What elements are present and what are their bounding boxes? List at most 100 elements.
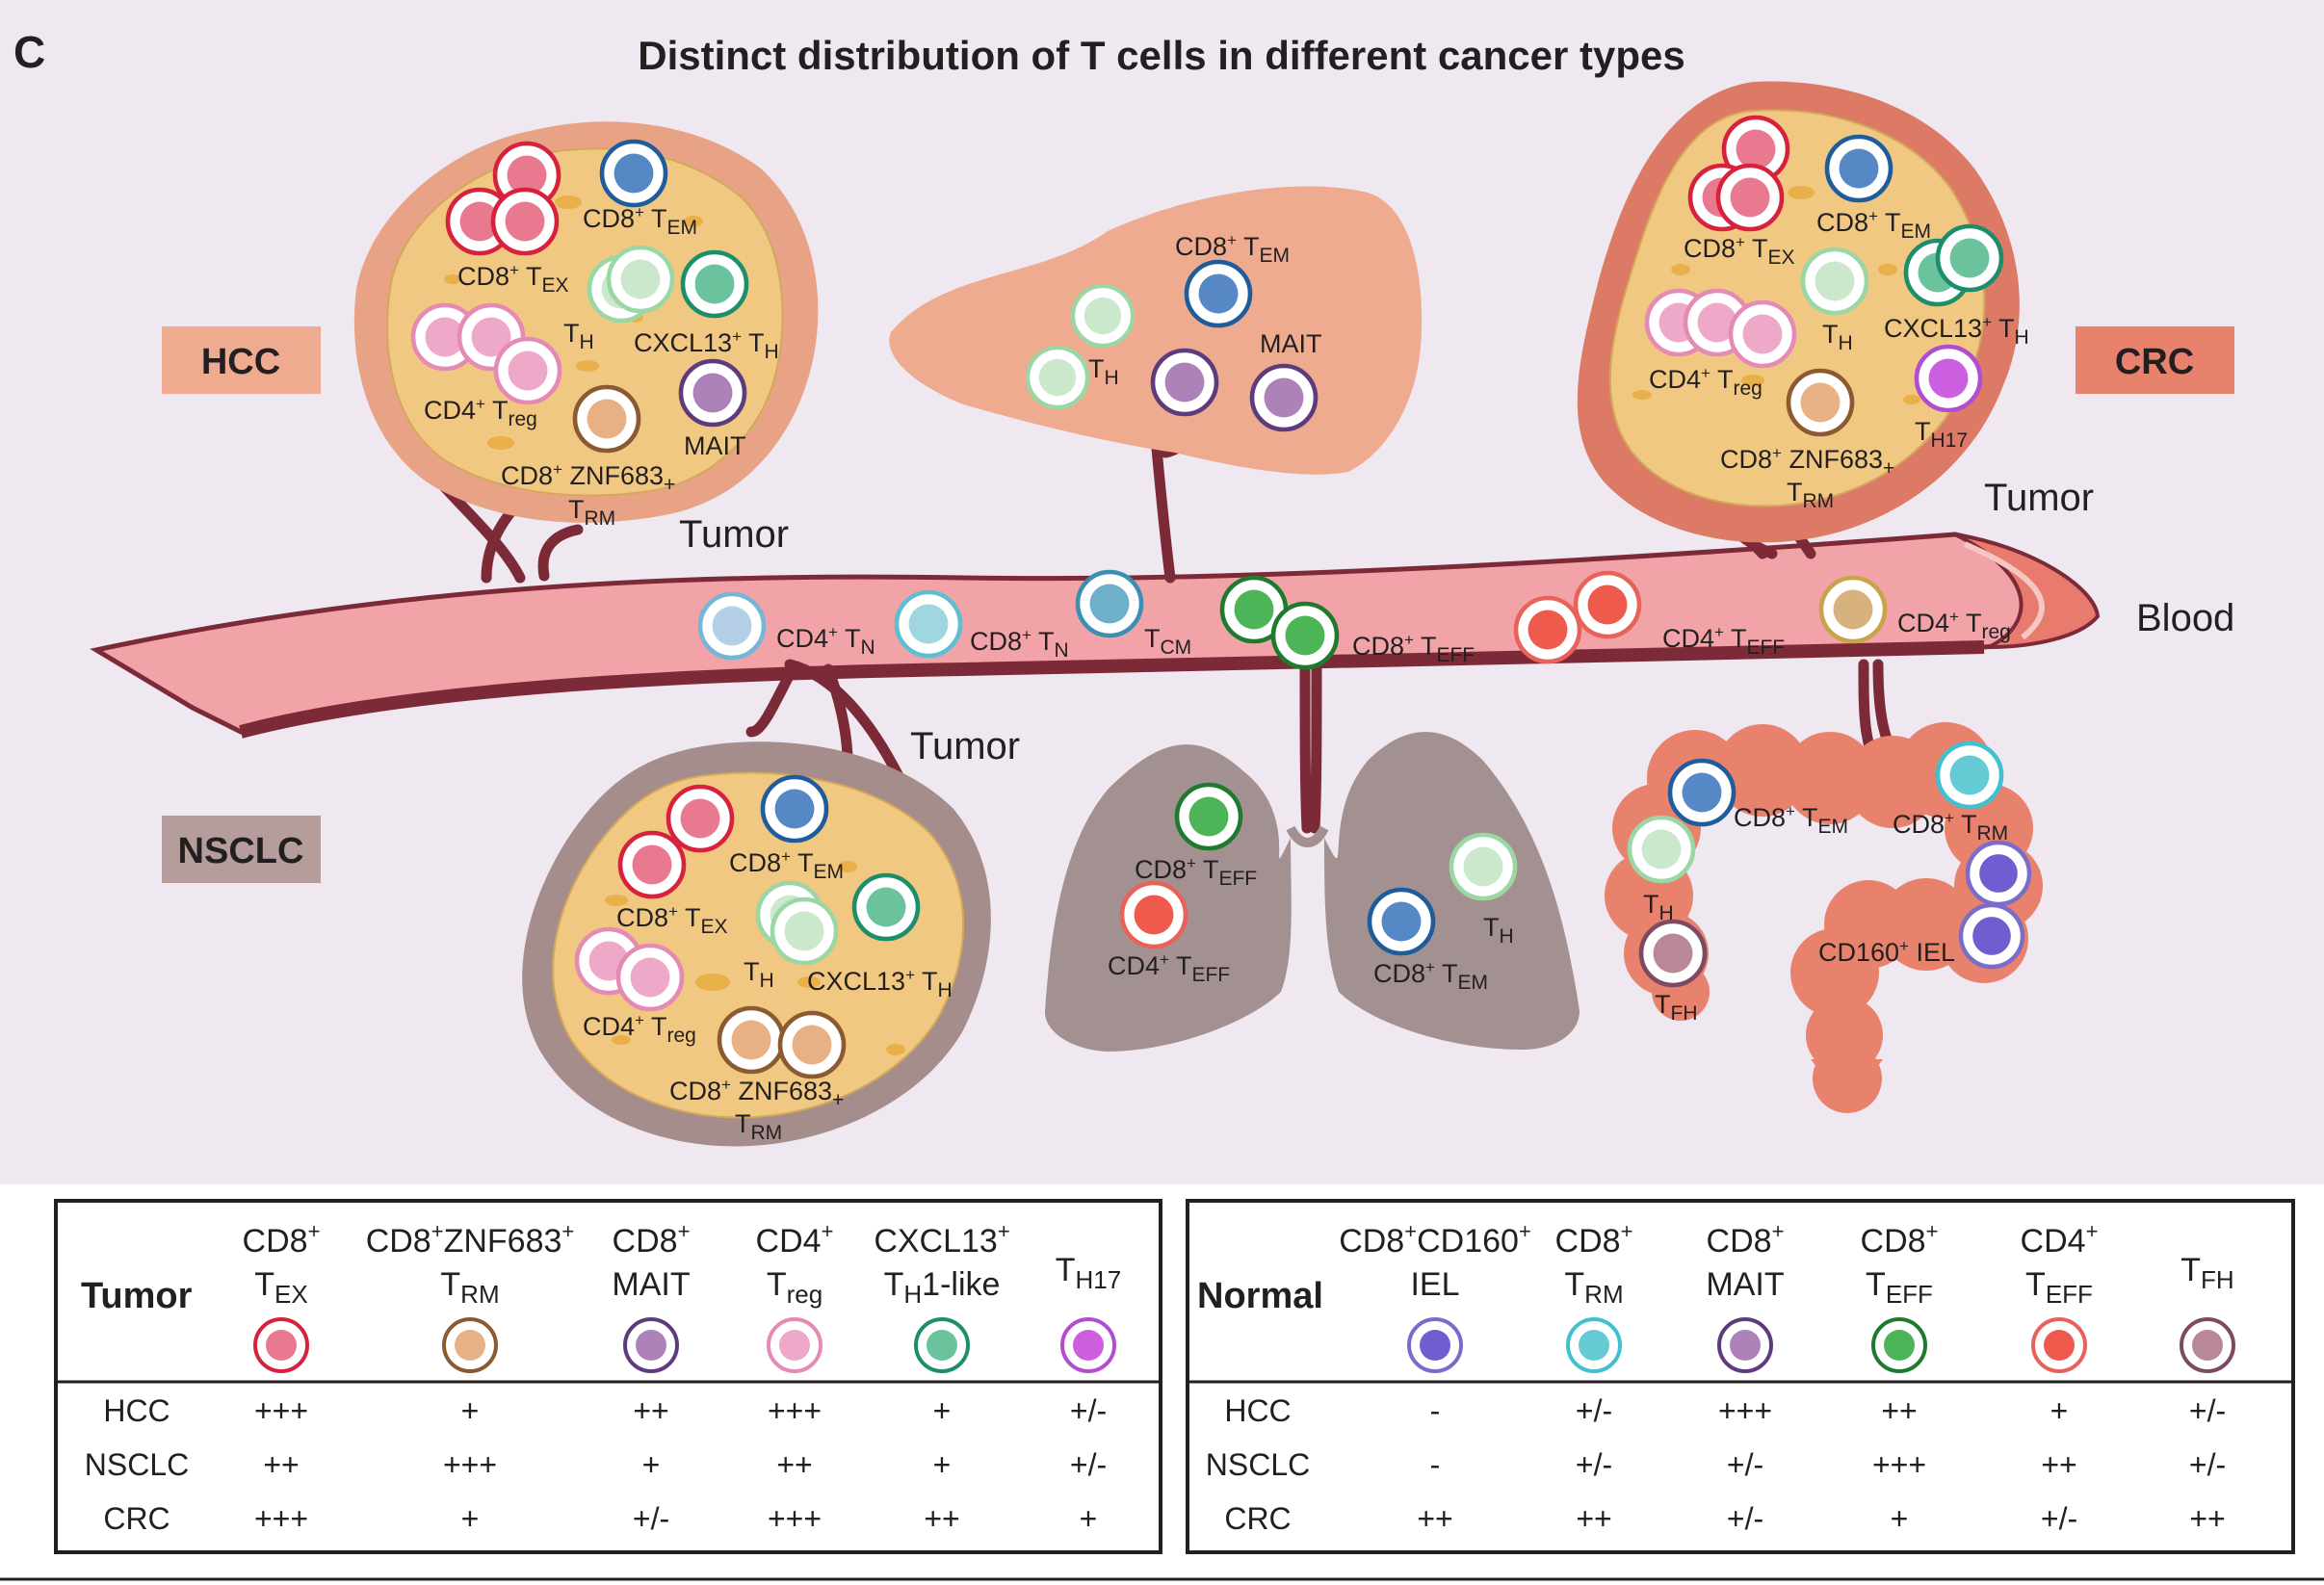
intestine-label-cd8-tem: CD8+ TEM: [1734, 802, 1848, 838]
th-cell: [606, 245, 675, 314]
vessel-lower-wall: [239, 640, 1985, 739]
tumor_table-col-2-header-line1: CD8+ZNF683+: [366, 1219, 575, 1260]
tumor_table-col-2-header-line2: TRM: [440, 1266, 499, 1309]
normal_table-value-r2-c4: +++: [1872, 1447, 1926, 1482]
normal_table-value-r3-c3: +/-: [1727, 1501, 1763, 1536]
tumor_table-col-4-header-line2: Treg: [767, 1266, 823, 1309]
liver-label-mait: MAIT: [1260, 329, 1322, 358]
hcc-label-cd8-tem: CD8+ TEM: [583, 203, 697, 239]
normal_table-col-1-header-line2: IEL: [1410, 1266, 1459, 1303]
tumor_table-col-2-cell-icon: [442, 1317, 498, 1373]
tumor_table-col-6-header-line2: TH17: [1056, 1252, 1121, 1294]
treg-cell: [1728, 299, 1797, 369]
tem-cell: [1367, 887, 1436, 956]
normal_table-value-r3-c6: ++: [2189, 1501, 2225, 1536]
tumor_table-column-3: CD8+MAIT++++/-: [612, 1219, 690, 1536]
tumor_table-column-6: TH17+/-+/-+: [1056, 1252, 1121, 1536]
normal_table-col-4-cell-icon: [1871, 1317, 1927, 1373]
nsclc-badge-label: NSCLC: [178, 831, 304, 871]
hcc-label-cd8-znf683: CD8+ ZNF683+: [501, 460, 675, 496]
normal_table-column-4: CD8+TEFF++++++: [1861, 1219, 1939, 1536]
tumor_table-value-r2-c3: +: [642, 1447, 661, 1482]
tumor_table-value-r1-c5: +: [933, 1393, 952, 1428]
hcc-tumor-word: Tumor: [679, 513, 789, 556]
tumor_table-value-r3-c1: +++: [254, 1501, 308, 1536]
treg-cell: [615, 943, 685, 1012]
normal_table-col-5-header-line1: CD4+: [2021, 1219, 2099, 1260]
crc-label-cxcl13-th: CXCL13+ TH: [1884, 313, 2029, 349]
normal_table-column-2: CD8+TRM+/-+/-++: [1555, 1219, 1633, 1536]
teff4-cell: [1513, 595, 1582, 664]
tumor_table-value-r1-c6: +/-: [1070, 1393, 1107, 1428]
normal_table-value-r2-c6: +/-: [2189, 1447, 2226, 1482]
hcc-label-th: TH: [563, 319, 594, 353]
normal_table-col-1-cell-icon: [1407, 1317, 1463, 1373]
tem-cell: [1184, 259, 1253, 328]
iel-cell: [1958, 902, 2025, 970]
intestine-label-th: TH: [1643, 890, 1674, 924]
normal_table-col-5-header-line2: TEFF: [2025, 1266, 2093, 1309]
teff8-cell: [1219, 575, 1289, 644]
tumor_table-value-r3-c6: +: [1080, 1501, 1098, 1536]
blood-label-cd8-tn: CD8+ TN: [970, 626, 1069, 662]
tem-cell: [760, 774, 829, 844]
teff4-cell: [1119, 880, 1188, 949]
treg_blood-cell: [1818, 575, 1888, 644]
tumor_table-col-4-header-line1: CD4+: [756, 1219, 834, 1260]
tumor_table-col-1-cell-icon: [253, 1317, 309, 1373]
tex-cell: [617, 830, 687, 899]
normal_table-row-label-2: NSCLC: [1206, 1447, 1310, 1482]
crc-badge: CRC: [2076, 326, 2234, 394]
normal_table-value-r2-c5: ++: [2041, 1447, 2076, 1482]
normal-table-title: Normal: [1197, 1276, 1323, 1316]
normal_table-col-2-header-line1: CD8+: [1555, 1219, 1633, 1260]
tex-cell: [490, 187, 560, 256]
normal_table-value-r2-c3: +/-: [1727, 1447, 1763, 1482]
tumor_table-value-r2-c4: ++: [776, 1447, 812, 1482]
normal_table-column-5: CD4+TEFF++++/-: [2021, 1219, 2099, 1536]
tumor_table-value-r3-c2: +: [461, 1501, 480, 1536]
th-cell: [1070, 283, 1136, 349]
blood-label-tcm: TCM: [1144, 624, 1191, 659]
trm_znf-cell: [1786, 368, 1855, 437]
tumor_table-value-r2-c1: ++: [263, 1447, 299, 1482]
crc-label-cd8-tex: CD8+ TEX: [1684, 233, 1794, 269]
crc-label-trm: TRM: [1787, 478, 1834, 512]
normal_table-col-4-header-line2: TEFF: [1866, 1266, 1933, 1309]
normal_table-value-r2-c1: -: [1430, 1447, 1441, 1482]
crc-label-th17: TH17: [1915, 417, 1968, 452]
normal_table-value-r1-c2: +/-: [1576, 1393, 1612, 1428]
crc-tumor-word: Tumor: [1984, 477, 2094, 519]
normal_table-col-4-header-line1: CD8+: [1861, 1219, 1939, 1260]
th-cell: [770, 896, 839, 966]
lung-label-th: TH: [1483, 913, 1514, 948]
normal_table-row-label-1: HCC: [1224, 1393, 1291, 1428]
teff8-cell: [1270, 601, 1340, 670]
tumor_table-col-1-header-line2: TEX: [254, 1266, 307, 1309]
normal_table-column-6: TFH+/-+/-++: [2180, 1252, 2235, 1536]
tn8-cell: [894, 589, 963, 659]
tex-cell: [1715, 163, 1785, 232]
tfh-cell: [1638, 919, 1708, 988]
blood-label-cd4-treg: CD4+ Treg: [1897, 608, 2011, 643]
nsclc-label-cd8-tem: CD8+ TEM: [729, 847, 844, 883]
nsclc-badge: NSCLC: [162, 816, 321, 883]
normal_table-col-3-cell-icon: [1717, 1317, 1773, 1373]
cell-labels-layer: CD8+ TEX CD8+ TEM TH CXCL13+ TH CD4+ Treg MAI…: [424, 203, 2029, 1144]
tem-cell: [1824, 134, 1893, 203]
tumor-table: Tumor CD8+TEX++++++++CD8+ZNF683+TRM+++++…: [54, 1199, 1162, 1554]
hcc-badge-label: HCC: [201, 342, 280, 382]
normal_table-value-r2-c2: +/-: [1576, 1447, 1612, 1482]
blood-label-cd4-tn: CD4+ TN: [776, 623, 875, 659]
cxcl13-cell: [680, 249, 749, 319]
lung-label-cd8-tem: CD8+ TEM: [1373, 958, 1488, 994]
normal_table-value-r1-c5: +: [2050, 1393, 2069, 1428]
tem-cell: [599, 139, 668, 208]
nsclc-label-cxcl13-th: CXCL13+ TH: [807, 966, 953, 1001]
th-cell: [1025, 345, 1090, 410]
intestine-label-cd8-trm: CD8+ TRM: [1893, 809, 2008, 844]
vessel-opening-inner: [1963, 541, 2045, 640]
tumor_table-row-label-3: CRC: [103, 1501, 170, 1536]
figure-title: Distinct distribution of T cells in diff…: [638, 33, 1685, 78]
